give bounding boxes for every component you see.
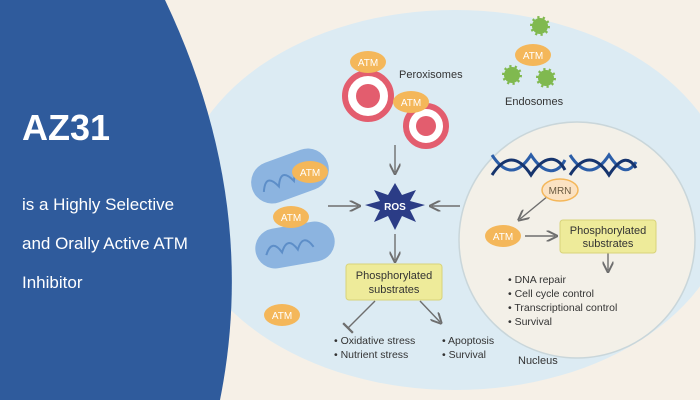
- peroxisomes-label: Peroxisomes: [399, 69, 463, 81]
- nucleus-effect: • Transcriptional control: [508, 302, 617, 314]
- atm-badge: ATM: [292, 161, 328, 183]
- stress-effect: • Nutrient stress: [334, 349, 408, 361]
- nucleus-effect: • DNA repair: [508, 274, 566, 286]
- atm-badge: ATM: [485, 225, 521, 247]
- mitochondrion-icon: [255, 221, 335, 269]
- atm-badge: ATM: [515, 44, 551, 66]
- svg-text:ATM: ATM: [523, 51, 543, 62]
- subtitle-line-1: is a Highly Selective: [22, 195, 174, 214]
- ros-burst: ROS: [365, 183, 425, 230]
- outcome-effect: • Survival: [442, 349, 486, 361]
- svg-text:MRN: MRN: [549, 186, 572, 197]
- svg-text:substrates: substrates: [583, 238, 634, 250]
- ros-label: ROS: [384, 202, 406, 213]
- svg-text:ATM: ATM: [272, 311, 292, 322]
- dna-icon: [490, 152, 638, 178]
- subtitle-line-2: and Orally Active ATM: [22, 234, 188, 253]
- atm-badge: ATM: [264, 304, 300, 326]
- svg-text:ATM: ATM: [358, 58, 378, 69]
- phosphorylated-substrates-box: Phosphorylated substrates: [345, 263, 443, 301]
- atm-badge: ATM: [393, 91, 429, 113]
- svg-text:ATM: ATM: [493, 232, 513, 243]
- svg-text:ATM: ATM: [281, 213, 301, 224]
- peroxisome-icon: [403, 103, 449, 149]
- atm-badge: ATM: [273, 206, 309, 228]
- svg-text:Phosphorylated: Phosphorylated: [570, 225, 646, 237]
- pathway-arrows: [328, 145, 608, 334]
- outcome-effect: • Apoptosis: [442, 335, 494, 347]
- svg-text:ATM: ATM: [300, 168, 320, 179]
- nucleus-effect: • Survival: [508, 316, 552, 328]
- left-panel: [0, 0, 232, 400]
- endosomes-label: Endosomes: [505, 96, 564, 108]
- subtitle-line-3: Inhibitor: [22, 273, 83, 292]
- nuclear-phosphorylated-substrates-box: Phosphorylated substrates: [559, 219, 657, 254]
- svg-text:ATM: ATM: [401, 98, 421, 109]
- stress-effect: • Oxidative stress: [334, 335, 415, 347]
- peroxisome-icon: [342, 70, 394, 122]
- nucleus-effect: • Cell cycle control: [508, 288, 594, 300]
- nucleus-label: Nucleus: [518, 355, 558, 367]
- endosome-icon: [502, 16, 556, 88]
- title: AZ31: [22, 107, 110, 148]
- svg-text:Phosphorylated: Phosphorylated: [356, 270, 432, 282]
- svg-text:substrates: substrates: [369, 284, 420, 296]
- atm-badge: ATM: [350, 51, 386, 73]
- mrn-badge: MRN: [541, 178, 579, 202]
